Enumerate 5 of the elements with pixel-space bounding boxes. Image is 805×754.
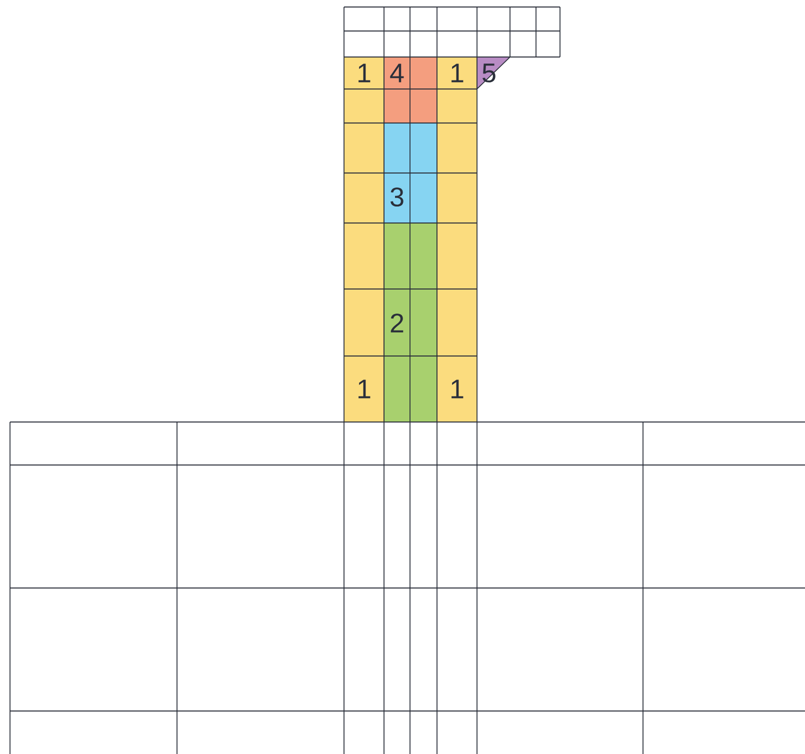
colored-region: 1 1 xyxy=(436,56,478,422)
colored-region: 1 1 xyxy=(344,56,384,422)
colored-region: 2 xyxy=(384,222,438,422)
colored-region: 3 xyxy=(384,122,438,224)
colored-region: 4 xyxy=(384,56,438,124)
